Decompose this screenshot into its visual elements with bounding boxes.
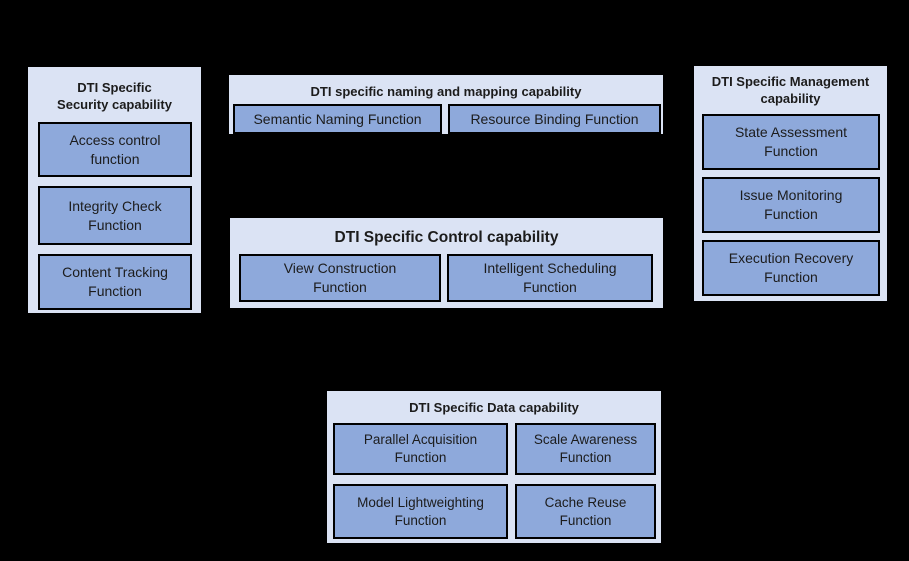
panel-security-capability: DTI Specific Security capability Access … xyxy=(26,65,203,315)
management-panel-title: DTI Specific Management capability xyxy=(711,74,870,106)
security-panel-title: DTI Specific Security capability xyxy=(57,80,172,112)
function-semantic-naming: Semantic Naming Function xyxy=(233,104,442,134)
function-intelligent-scheduling: Intelligent Scheduling Function xyxy=(447,254,653,302)
function-access-control: Access control function xyxy=(38,122,192,177)
function-cache-reuse: Cache Reuse Function xyxy=(515,484,656,539)
data-panel-title: DTI Specific Data capability xyxy=(409,400,579,415)
function-parallel-acquisition: Parallel Acquisition Function xyxy=(333,423,508,475)
panel-naming-mapping-capability: DTI specific naming and mapping capabili… xyxy=(227,73,665,136)
naming-panel-title: DTI specific naming and mapping capabili… xyxy=(310,84,582,99)
function-state-assessment: State Assessment Function xyxy=(702,114,880,170)
function-model-lightweighting: Model Lightweighting Function xyxy=(333,484,508,539)
function-issue-monitoring: Issue Monitoring Function xyxy=(702,177,880,233)
function-integrity-check: Integrity Check Function xyxy=(38,186,192,245)
function-execution-recovery: Execution Recovery Function xyxy=(702,240,880,296)
panel-data-capability: DTI Specific Data capability Parallel Ac… xyxy=(325,389,663,545)
function-content-tracking: Content Tracking Function xyxy=(38,254,192,310)
function-scale-awareness: Scale Awareness Function xyxy=(515,423,656,475)
function-view-construction: View Construction Function xyxy=(239,254,441,302)
panel-control-capability: DTI Specific Control capability View Con… xyxy=(228,216,665,310)
control-panel-title: DTI Specific Control capability xyxy=(334,229,559,246)
panel-management-capability: DTI Specific Management capability State… xyxy=(692,64,889,303)
function-resource-binding: Resource Binding Function xyxy=(448,104,661,134)
